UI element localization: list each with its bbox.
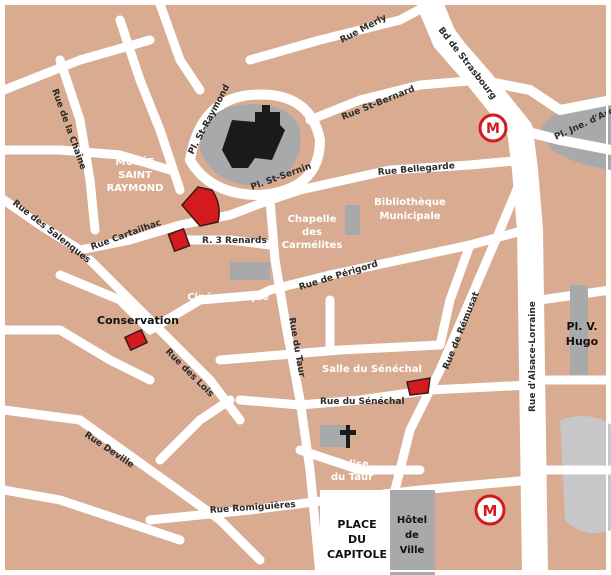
conservation-marker [123, 328, 149, 352]
label-hotel-de-ville: Ville [400, 545, 425, 556]
label-cinematheque: Cinémathèque [187, 291, 269, 303]
label-salle-senechal: Salle du Sénéchal [322, 363, 422, 375]
place-du-capitole [320, 490, 390, 575]
label-musee-saint-raymond: RAYMOND [107, 183, 164, 194]
label-place-du-capitole: CAPITOLE [327, 548, 387, 561]
label-place-du-capitole: PLACE [337, 518, 376, 531]
place-labels: MUSÉE SAINT RAYMOND Chapelle des Carméli… [97, 155, 599, 561]
label-pl-v-hugo: Pl. V. [566, 320, 597, 333]
salle-senechal-marker [406, 377, 431, 396]
label-hotel-de-ville: de [405, 530, 419, 541]
label-musee-saint-raymond: MUSÉE [116, 155, 155, 168]
label-eglise-du-taur: Église [335, 457, 369, 470]
metro-station-2[interactable]: M [474, 494, 506, 526]
metro-letter: M [486, 121, 500, 137]
street-label-rue-alsace-lorraine: Rue d'Alsace-Lorraine [528, 301, 538, 412]
street-label-r-3-renards: R. 3 Renards [202, 236, 267, 246]
landmarks [123, 186, 431, 396]
label-musee-saint-raymond: SAINT [118, 170, 152, 181]
street-label-rue-du-senechal: Rue du Sénéchal [320, 396, 405, 407]
metro-icon [478, 113, 508, 143]
pale-area [560, 416, 611, 534]
label-pl-v-hugo: Hugo [566, 335, 599, 348]
label-conservation: Conservation [97, 314, 179, 327]
label-hotel-de-ville: Hôtel [397, 514, 427, 526]
label-place-du-capitole: DU [348, 533, 366, 546]
metro-letter: M [483, 502, 498, 520]
map-frame [3, 3, 608, 572]
basilica-icon [222, 105, 285, 168]
label-chapelle: des [302, 227, 322, 238]
church-icon [340, 425, 356, 448]
label-chapelle: Carmélites [282, 239, 343, 251]
metro-icon [474, 494, 506, 526]
label-chapelle: Chapelle [288, 214, 337, 225]
metro-station-1[interactable]: M [478, 113, 508, 143]
label-bibliotheque: Municipale [379, 211, 440, 222]
label-bibliotheque: Bibliothèque [374, 196, 446, 208]
r-3-renards-marker [167, 227, 191, 253]
label-eglise-du-taur: du Taur [331, 472, 373, 483]
musee-saint-raymond-marker [181, 186, 220, 227]
